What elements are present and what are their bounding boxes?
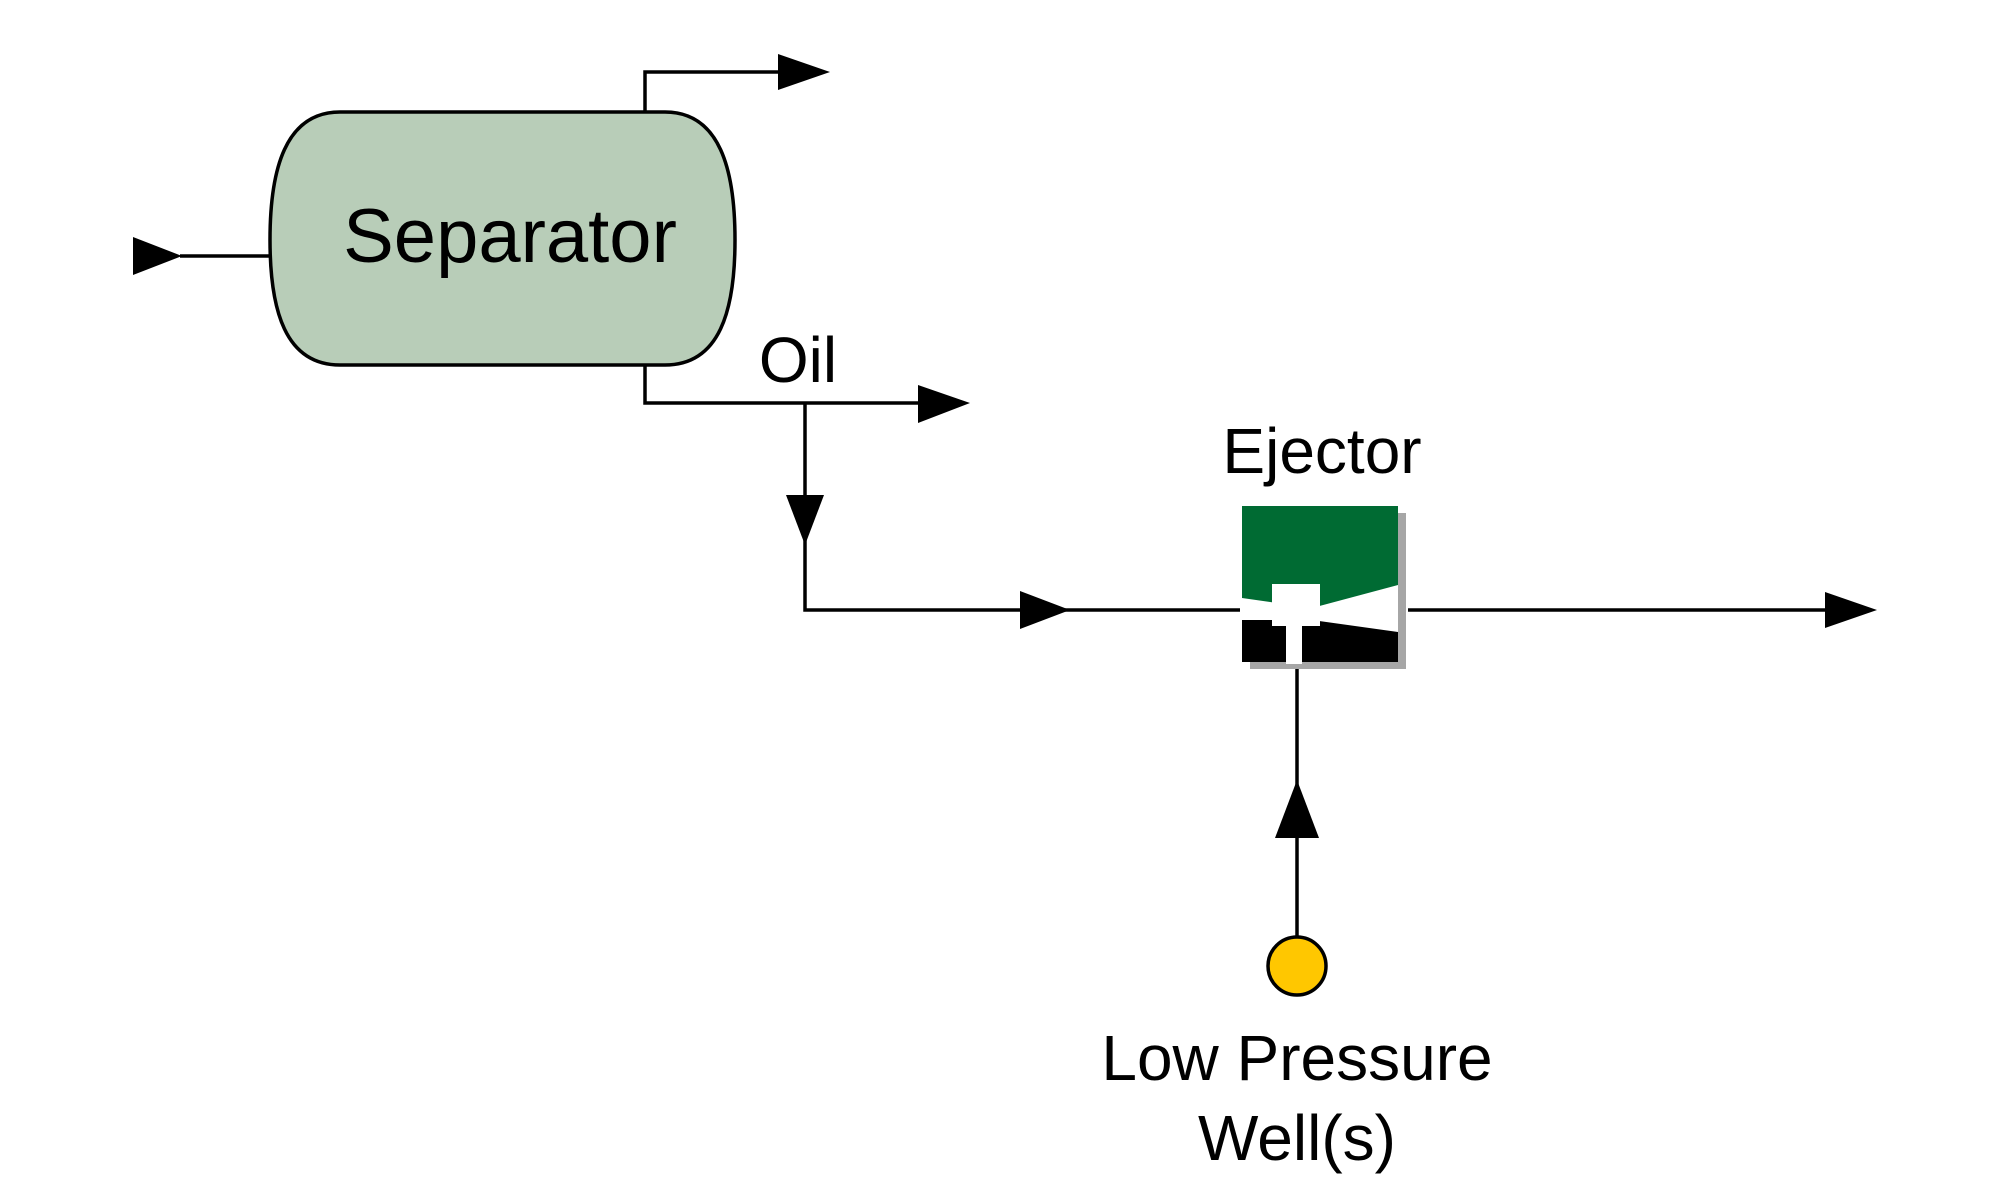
gas-outlet-arrow bbox=[778, 54, 830, 90]
suction-stream: Low Pressure Well(s) bbox=[1101, 669, 1493, 1174]
motive-right-arrow bbox=[1020, 591, 1070, 629]
well-icon bbox=[1266, 935, 1328, 997]
separator: Separator bbox=[268, 110, 737, 367]
well-label-line2: Well(s) bbox=[1198, 1102, 1396, 1174]
ejector-bottom-section bbox=[1242, 620, 1398, 662]
ejector-top-section bbox=[1242, 506, 1398, 608]
inlet-stream bbox=[133, 237, 272, 275]
separator-vessel bbox=[268, 110, 737, 367]
separator-label: Separator bbox=[343, 194, 677, 279]
gas-outlet-line bbox=[643, 70, 785, 112]
ejector-suction-port bbox=[1286, 624, 1302, 664]
discharge-arrow bbox=[1825, 592, 1877, 628]
oil-stream: Oil bbox=[643, 324, 970, 423]
oil-outlet-line bbox=[643, 365, 925, 405]
motive-line bbox=[803, 403, 1240, 612]
motive-down-arrow bbox=[786, 495, 824, 545]
discharge-stream bbox=[1408, 592, 1877, 628]
ejector: Ejector bbox=[1222, 415, 1422, 669]
well-label-line1: Low Pressure bbox=[1101, 1022, 1492, 1094]
motive-stream bbox=[786, 403, 1240, 629]
inlet-arrow bbox=[133, 237, 182, 275]
ejector-label: Ejector bbox=[1222, 415, 1421, 487]
oil-label: Oil bbox=[759, 324, 837, 396]
oil-outlet-arrow bbox=[918, 385, 970, 423]
suction-arrow bbox=[1275, 780, 1319, 838]
ejector-nozzle bbox=[1272, 584, 1320, 626]
gas-outlet-stream bbox=[643, 54, 830, 112]
